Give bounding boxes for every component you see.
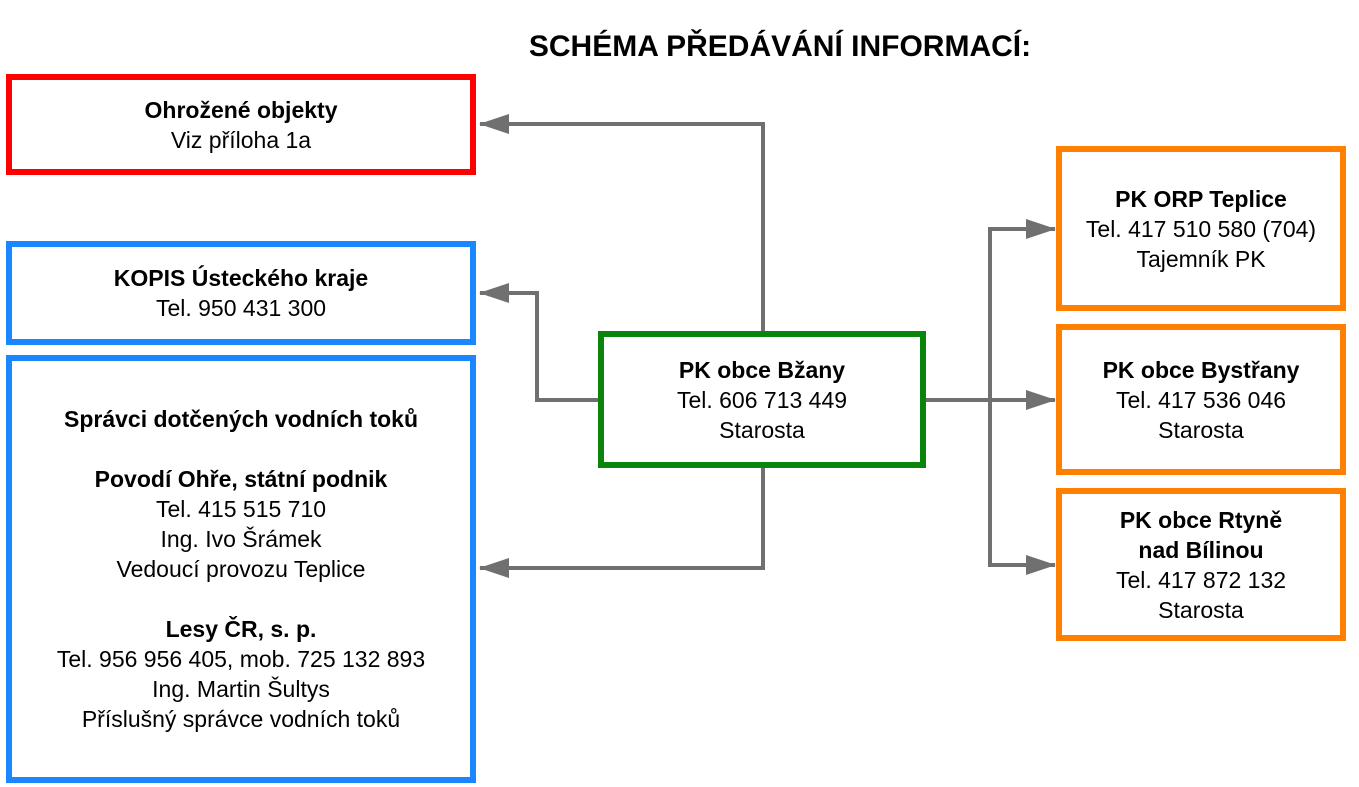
povodi-role: Vedoucí provozu Teplice — [116, 556, 366, 582]
box-heading: Správci dotčených vodních toků — [63, 406, 419, 432]
box-line: Viz příloha 1a — [170, 126, 312, 153]
kopis-box: KOPIS Ústeckého kraje Tel. 950 431 300 — [6, 241, 476, 345]
bystrany-box: PK obce Bystřany Tel. 417 536 046 Staros… — [1056, 324, 1346, 475]
box-title-line1: PK obce Rtyně — [1119, 506, 1283, 533]
arrow-to-orp — [988, 219, 1056, 400]
threatened-objects-box: Ohrožené objekty Viz příloha 1a — [6, 74, 476, 175]
orp-teplice-box: PK ORP Teplice Tel. 417 510 580 (704) Ta… — [1056, 146, 1346, 311]
povodi-person: Ing. Ivo Šrámek — [160, 526, 322, 552]
box-role: Starosta — [1158, 416, 1244, 443]
lesy-name: Lesy ČR, s. p. — [165, 616, 317, 642]
diagram-title: SCHÉMA PŘEDÁVÁNÍ INFORMACÍ: — [528, 30, 1032, 63]
lesy-role: Příslušný správce vodních toků — [81, 706, 401, 732]
arrow-to-rtyne — [988, 400, 1056, 575]
box-tel: Tel. 417 872 132 — [1115, 566, 1287, 593]
box-role: Starosta — [1158, 596, 1244, 623]
box-title: Ohrožené objekty — [144, 96, 338, 123]
box-role: Starosta — [719, 416, 805, 443]
box-tel: Tel. 950 431 300 — [155, 295, 327, 321]
lesy-person: Ing. Martin Šultys — [152, 676, 330, 702]
box-title: PK ORP Teplice — [1115, 185, 1287, 212]
box-title-line2: nad Bílinou — [1138, 536, 1264, 563]
box-tel: Tel. 417 536 046 — [1115, 386, 1287, 413]
povodi-name: Povodí Ohře, státní podnik — [94, 466, 388, 492]
arrow-to-kopis — [479, 283, 600, 402]
arrow-to-threatened — [479, 114, 765, 333]
box-title: PK obce Bžany — [678, 356, 846, 383]
rtyne-box: PK obce Rtyně nad Bílinou Tel. 417 872 1… — [1056, 488, 1346, 641]
box-tel: Tel. 417 510 580 (704) — [1085, 215, 1317, 242]
lesy-tel: Tel. 956 956 405, mob. 725 132 893 — [56, 646, 426, 672]
povodi-tel: Tel. 415 515 710 — [155, 496, 327, 522]
box-role: Tajemník PK — [1136, 245, 1266, 272]
box-title: PK obce Bystřany — [1102, 356, 1300, 383]
box-tel: Tel. 606 713 449 — [676, 386, 848, 413]
water-managers-box: Správci dotčených vodních toků Povodí Oh… — [6, 355, 476, 783]
box-title: KOPIS Ústeckého kraje — [113, 265, 369, 291]
arrow-to-managers — [479, 465, 765, 578]
center-box: PK obce Bžany Tel. 606 713 449 Starosta — [598, 331, 926, 468]
